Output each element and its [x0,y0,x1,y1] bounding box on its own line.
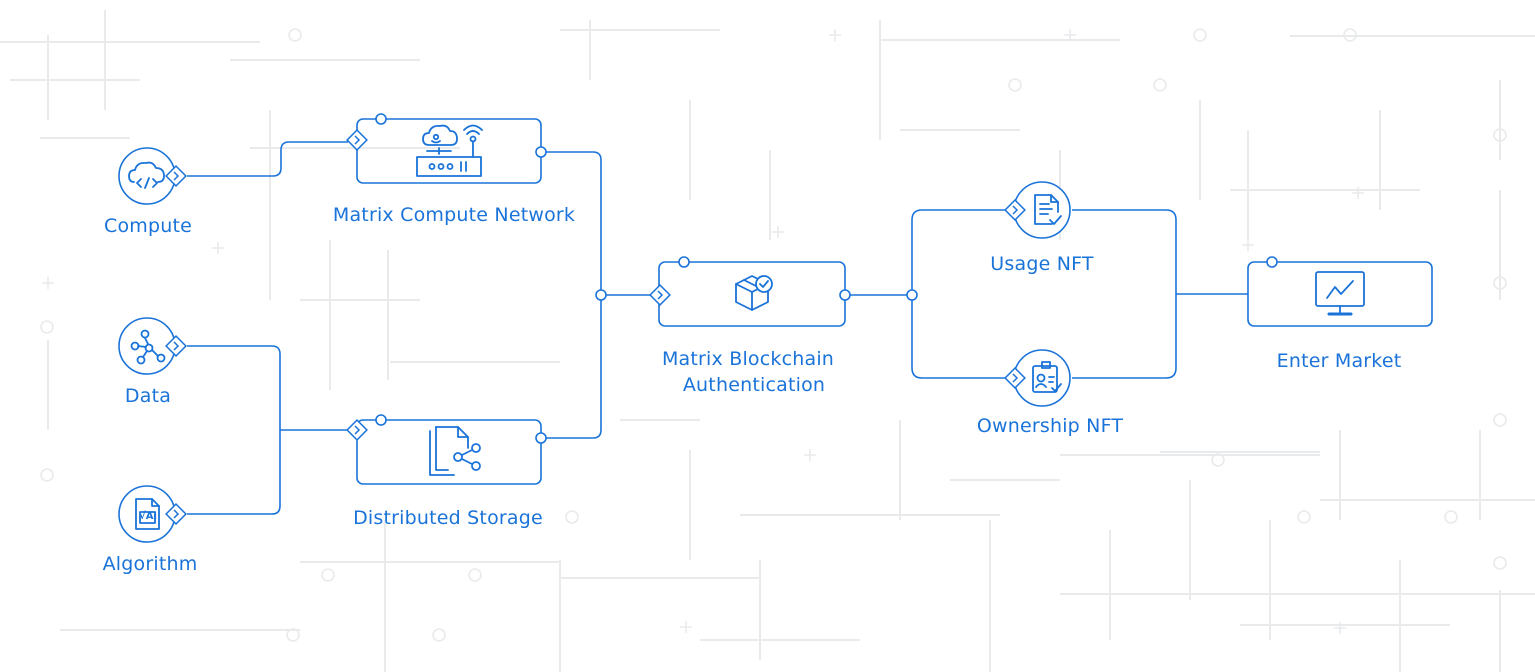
chevron-right-icon [649,284,671,306]
checked-document-icon [1034,194,1062,225]
verified-box-icon [735,275,773,311]
chevron-right-icon [165,503,187,525]
port [595,289,607,301]
port [375,414,387,426]
connector-usage-out [1072,209,1177,379]
compute-label: Compute [103,215,193,237]
background-grid [0,10,1535,672]
enter-market-box [1247,261,1433,327]
process-boxes [356,118,1433,485]
cloud-code-icon [128,161,165,189]
chevron-right-icon [346,419,368,441]
port [535,146,547,158]
monitor-chart-icon [1315,271,1365,316]
blockchain-auth-label-line2: Authentication [682,374,826,396]
distributed-storage-box [356,419,542,485]
chevron-right-icon [1004,199,1026,221]
port [1266,256,1278,268]
arrow-diamonds [165,129,1026,525]
usage-nft-label: Usage NFT [990,253,1094,275]
data-label: Data [124,385,172,407]
port [535,432,547,444]
file-share-icon [429,426,481,476]
connector-compute-to-network [187,141,348,177]
chevron-right-icon [165,165,187,187]
blockchain-auth-label-line1: Matrix Blockchain [661,348,835,370]
port [678,256,690,268]
enter-market-label: Enter Market [1276,350,1402,372]
ports [375,113,1278,444]
chevron-right-icon [346,129,368,151]
ownership-nft-label: Ownership NFT [976,415,1124,437]
chevron-right-icon [1004,367,1026,389]
port [375,113,387,125]
connector-network-to-auth [541,151,602,439]
algorithm-label: Algorithm [102,553,198,575]
algorithm-document-icon [135,498,160,530]
connector-nft-split [911,209,1012,379]
chevron-right-icon [165,335,187,357]
port [906,289,918,301]
network-nodes-icon [130,329,166,365]
port [839,289,851,301]
cloud-router-icon [416,124,483,177]
id-card-icon [1032,361,1062,393]
compute-network-label: Matrix Compute Network [332,204,576,226]
connectors [187,141,1248,515]
source-nodes [118,147,1071,543]
connector-data-to-storage [187,345,281,515]
algorithm-icon-text: √Ai [139,510,157,522]
distributed-storage-label: Distributed Storage [353,507,543,529]
